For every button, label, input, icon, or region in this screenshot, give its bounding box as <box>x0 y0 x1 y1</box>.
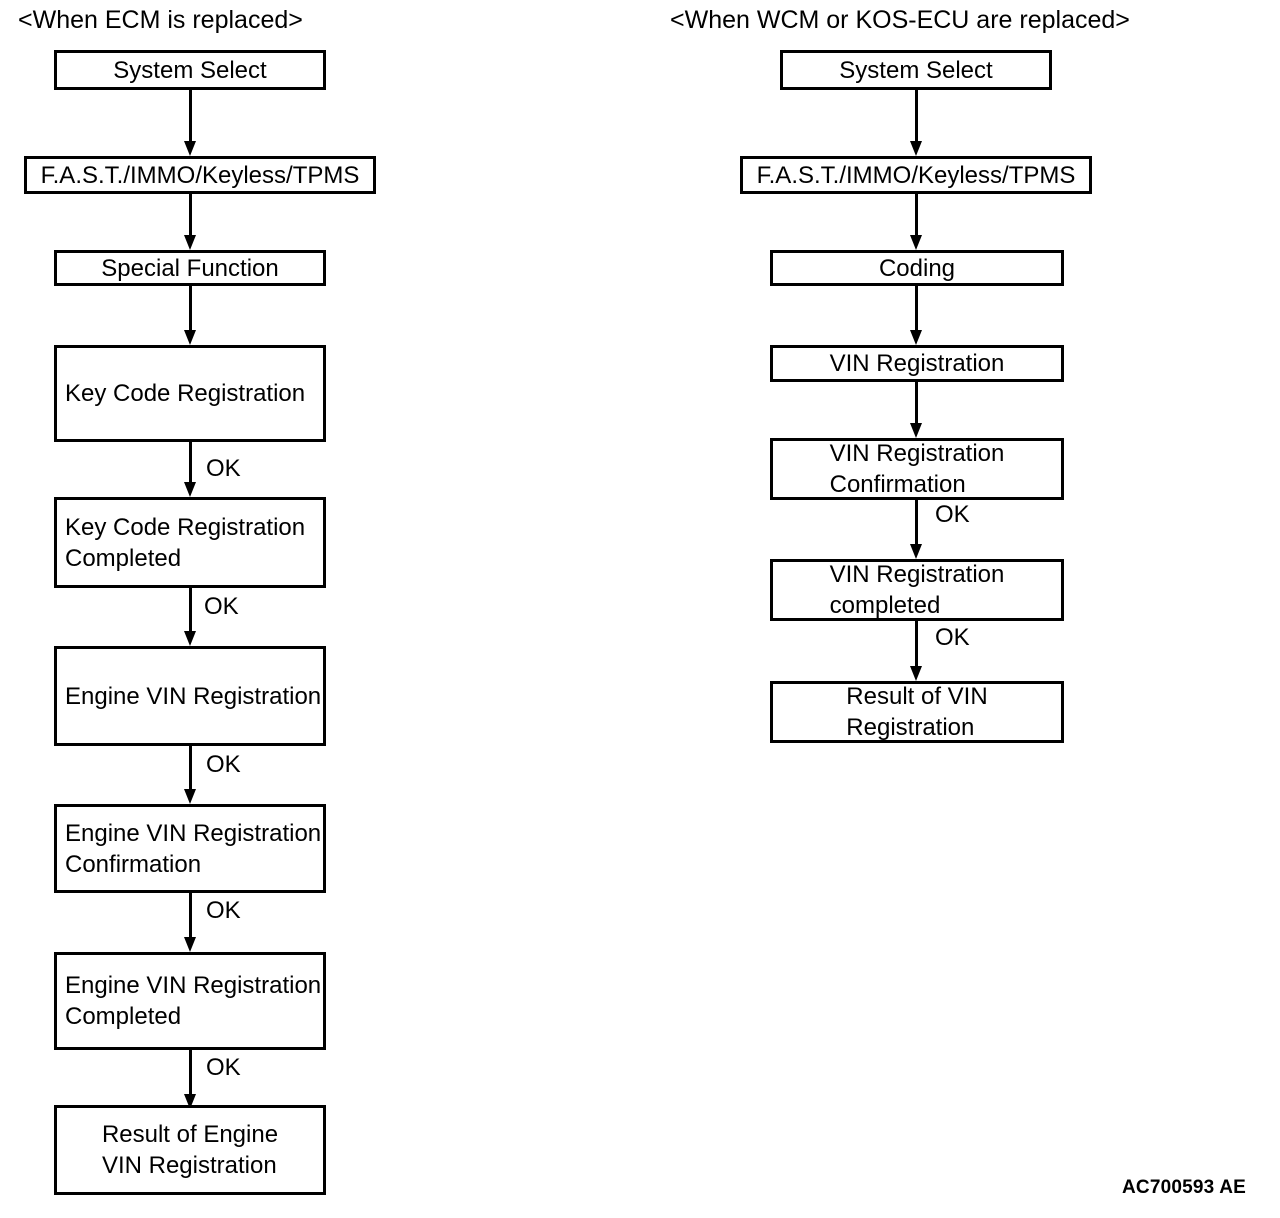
node-engine-vin-registration: Engine VIN Registration <box>54 646 326 746</box>
node-result-of-engine-vin-registration: Result of Engine VIN Registration <box>54 1105 326 1195</box>
node-key-code-registration-completed: Key Code Registration Completed <box>54 497 326 588</box>
node-label: Coding <box>878 254 956 282</box>
node-fast-immo-keyless-tpms-ecm: F.A.S.T./IMMO/Keyless/TPMS <box>24 156 376 194</box>
node-coding: Coding <box>770 250 1064 286</box>
node-vin-registration-confirmation: VIN Registration Confirmation <box>770 438 1064 500</box>
node-label: VIN Registration <box>829 350 1005 377</box>
node-label: Result of VIN Registration <box>846 683 988 741</box>
node-vin-registration: VIN Registration <box>770 345 1064 382</box>
node-engine-vin-registration-completed: Engine VIN Registration Completed <box>54 952 326 1050</box>
edge-label-ok: OK <box>206 897 241 924</box>
node-label: System Select <box>113 56 267 84</box>
node-fast-immo-keyless-tpms-wcm: F.A.S.T./IMMO/Keyless/TPMS <box>740 156 1092 194</box>
edge-label-ok: OK <box>206 751 241 778</box>
edge-label-ok: OK <box>935 501 970 528</box>
node-label: Key Code Registration <box>65 380 306 407</box>
node-label: VIN Registration completed <box>829 561 1005 619</box>
node-label: Engine VIN Registration Confirmation <box>65 819 322 878</box>
edge-label-ok: OK <box>206 455 241 482</box>
reference-code: AC700593 AE <box>1122 1177 1247 1198</box>
node-engine-vin-registration-confirmation: Engine VIN Registration Confirmation <box>54 804 326 893</box>
node-system-select-ecm: System Select <box>54 50 326 90</box>
node-label: Engine VIN Registration Completed <box>65 972 322 1030</box>
node-label: F.A.S.T./IMMO/Keyless/TPMS <box>756 161 1076 189</box>
node-label: System Select <box>839 56 993 84</box>
node-result-of-vin-registration: Result of VIN Registration <box>770 681 1064 743</box>
edge-label-ok: OK <box>935 624 970 651</box>
node-system-select-wcm: System Select <box>780 50 1052 90</box>
node-label: Key Code Registration Completed <box>65 513 306 572</box>
edge-label-ok: OK <box>204 593 239 620</box>
node-label: Special Function <box>101 254 279 282</box>
column-title-ecm: <When ECM is replaced> <box>18 6 303 34</box>
column-title-wcm-kos: <When WCM or KOS-ECU are replaced> <box>670 6 1130 34</box>
node-vin-registration-completed: VIN Registration completed <box>770 559 1064 621</box>
edge-label-ok: OK <box>206 1054 241 1081</box>
node-label: Result of Engine VIN Registration <box>101 1121 279 1179</box>
node-label: Engine VIN Registration <box>65 682 322 710</box>
node-special-function: Special Function <box>54 250 326 286</box>
node-key-code-registration: Key Code Registration <box>54 345 326 442</box>
node-label: VIN Registration Confirmation <box>829 440 1005 498</box>
node-label: F.A.S.T./IMMO/Keyless/TPMS <box>40 161 360 189</box>
